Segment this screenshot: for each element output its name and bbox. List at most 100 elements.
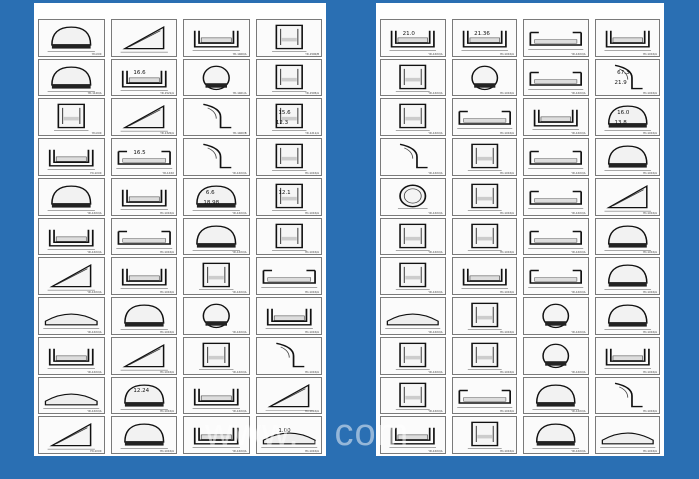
profile-drawing: YD-1XXX/A [594, 336, 660, 375]
profile-cross-section [467, 342, 502, 370]
profile-cross-section [47, 26, 95, 52]
profile-drawing: YD-1XXX [38, 138, 105, 176]
model-code: YD-1XXX/A [232, 330, 247, 334]
model-code: YD-1XXX/A [232, 449, 247, 453]
model-code: YD-XXX [91, 132, 102, 136]
profile-cross-section [275, 342, 304, 368]
model-code: YD-1XXX/A [642, 251, 657, 255]
profile-cross-section [120, 343, 168, 371]
model-code: YD-1XXX/A [571, 449, 586, 453]
dimension-label: 12.1 [278, 189, 291, 196]
profile-drawing [110, 19, 177, 57]
model-code: YD-1XXX/A [159, 251, 174, 255]
profile-cross-section [603, 264, 651, 290]
profile-drawing: YD-1XXX/A [594, 416, 660, 454]
model-code: YD-1XXX [90, 449, 102, 453]
profile-cross-section [603, 304, 651, 330]
profile-drawing: YD-1XXX/A [38, 376, 105, 415]
model-code: YD-1XXX/A [428, 251, 443, 255]
model-code: YD-1XXX/A [642, 410, 657, 414]
model-code: YD-1XXX/A [428, 52, 443, 56]
model-code: YD-1XXX/A [642, 171, 657, 175]
profile-drawing: YD-1XXX/A [523, 58, 589, 97]
profile-cross-section [532, 110, 580, 131]
profile-drawing: YD-1XXX/A [594, 257, 660, 296]
profile-drawing: YD-1XXX/A [451, 416, 517, 454]
profile-cross-section [460, 30, 508, 51]
profile-cross-section [399, 143, 428, 169]
model-code: YD-1XXX/A [304, 410, 319, 414]
model-code: YD-1521/A [160, 92, 174, 96]
model-code: YD-1XXX/A [428, 211, 443, 215]
profile-cross-section [532, 384, 580, 410]
model-code: YD-1XXX/A [642, 52, 657, 56]
model-code: YD-1XXX/A [87, 330, 102, 334]
profile-drawing: YD-1XXX/A [255, 297, 322, 335]
profile-cross-section [192, 185, 240, 211]
profile-cross-section [467, 223, 502, 251]
model-code: YD-1XXX/A [428, 330, 443, 334]
model-code: YD-1XXX/A [428, 132, 443, 136]
model-code: YD-1XXX/A [499, 410, 514, 414]
model-code: YD-1XXX [162, 171, 175, 175]
profile-cross-section [603, 225, 651, 251]
profile-drawing: YD-XXX [38, 98, 105, 137]
model-code: YD-1XXX/A [499, 251, 514, 255]
profile-cross-section [271, 223, 306, 251]
profile-drawing: YD-1XXX/A [110, 416, 177, 454]
model-code: YD-1XXX/A [499, 171, 514, 175]
profile-cross-section [192, 225, 240, 251]
dimension-label: 67.3 [617, 70, 630, 77]
profile-drawing: YD-1XXX [38, 416, 105, 454]
profile-cross-section [120, 105, 168, 132]
profile-cross-section [120, 304, 168, 330]
profile-drawing: YD-1XXX/A [380, 138, 446, 176]
profile-cross-section [43, 393, 100, 409]
profile-drawing: YD-1XXX/A [183, 217, 250, 256]
model-code: YD-1XXX/A [428, 291, 443, 295]
profile-cross-section [192, 30, 240, 51]
profile-cross-section [603, 348, 651, 369]
profile-cross-section [203, 143, 232, 169]
model-code: YD-1XXX/A [571, 370, 586, 374]
profile-drawing: YD-1XXX/A [110, 336, 177, 375]
dimension-label: 16.0 [617, 110, 630, 117]
model-code: YD-1XXX/A [87, 251, 102, 255]
model-code: YD-1XXX/A [159, 449, 174, 453]
profile-cross-section [542, 343, 570, 368]
profile-drawing: YD-1XXX/A [110, 177, 177, 216]
profile-drawing: YD-1400/B [183, 98, 250, 137]
profile-cross-section [532, 423, 580, 449]
model-code: YD-1XXX/A [304, 370, 319, 374]
profile-cross-section [271, 104, 306, 131]
profile-drawing: YD-1XXX/A [523, 416, 589, 454]
model-code: YD-1320/A [160, 132, 174, 136]
model-code: YD-1XXX/A [87, 370, 102, 374]
profile-cross-section [120, 384, 168, 410]
model-code: YD-1XXX/A [159, 370, 174, 374]
model-code: YD-1XXX/A [571, 211, 586, 215]
model-code: YD-1400/B [232, 132, 247, 136]
model-code: YD-1XXX/A [304, 449, 319, 453]
profile-drawing: YD-1XXX/A [594, 177, 660, 216]
profile-drawing: YD-1XXX/A [523, 19, 589, 57]
model-code: YD-1400/A [232, 52, 247, 56]
model-code: YD-1XXX/A [304, 171, 319, 175]
profile-cross-section [115, 230, 172, 249]
profile-cross-section [528, 230, 584, 249]
dimension-label: 21.36 [474, 30, 490, 37]
model-code: YD-1XXX/A [571, 52, 586, 56]
profile-cross-section [614, 64, 643, 90]
model-code: YD-1XXX/A [428, 449, 443, 453]
profile-drawing: YD-1XXX/A [380, 217, 446, 256]
profile-drawing: YD-1XXX/A [380, 336, 446, 375]
profile-drawing: YD-1XXX/A [523, 297, 589, 335]
profile-cross-section [271, 24, 306, 52]
profile-cross-section [603, 105, 651, 131]
